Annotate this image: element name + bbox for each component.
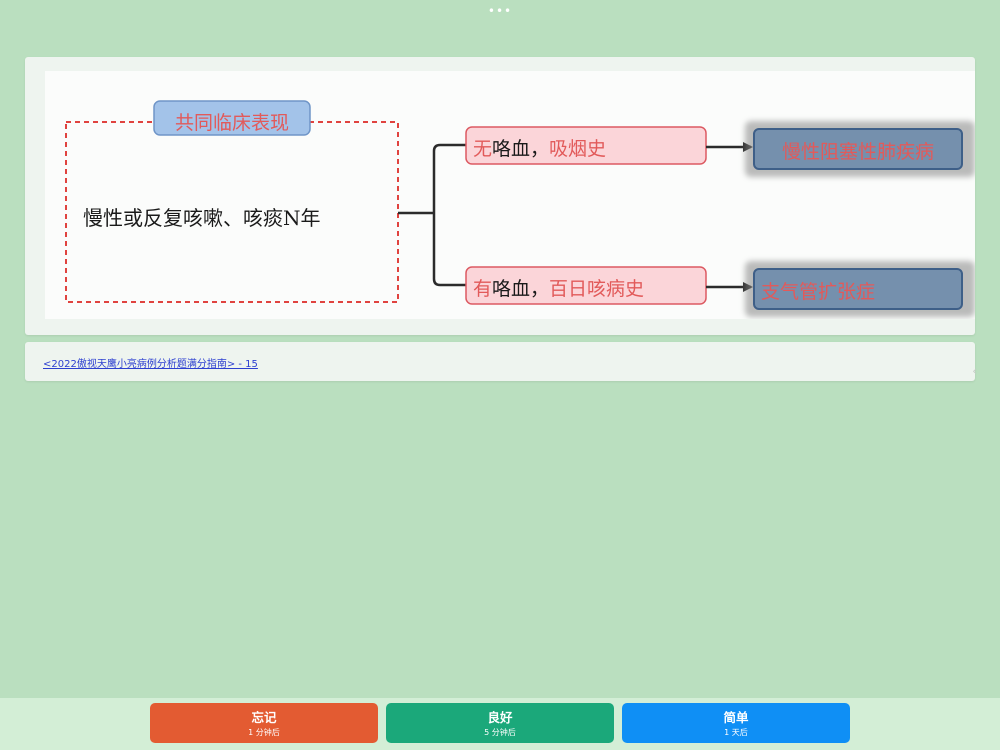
forget-button-label: 忘记 <box>251 710 277 725</box>
card-content: 共同临床表现 慢性或反复咳嗽、咳痰N年 无咯血，吸烟史 有咯血，百日咳病史 慢性… <box>25 57 975 335</box>
source-link[interactable]: <2022傲视天鹰小亮病例分析题满分指南> - 15 <box>43 359 258 370</box>
group-label: 共同临床表现 <box>174 112 289 134</box>
branch-top-prefix: 无 <box>473 138 493 160</box>
more-dots-icon[interactable]: ••• <box>487 4 513 18</box>
good-button-label: 良好 <box>487 710 513 725</box>
connector-trunk <box>398 143 466 287</box>
easy-button-label: 简单 <box>723 710 749 725</box>
good-button-interval: 5 分钟后 <box>484 728 516 737</box>
chevron-left-icon[interactable]: ‹ <box>972 364 977 378</box>
review-action-bar: 忘记 1 分钟后 良好 5 分钟后 简单 1 天后 <box>0 698 1000 750</box>
diagram-shapes <box>65 100 975 317</box>
result-top-text: 慢性阻塞性肺疾病 <box>781 141 934 163</box>
main-symptom-text: 慢性或反复咳嗽、咳痰N年 <box>83 206 321 230</box>
branch-top-text: 无咯血，吸烟史 <box>473 134 606 161</box>
branch-bottom-suffix: 百日咳病史 <box>549 278 645 300</box>
branch-bottom-text: 有咯血，百日咳病史 <box>473 274 644 301</box>
branch-top-main: 咯血， <box>492 138 550 160</box>
group-label-box <box>153 100 311 136</box>
good-button[interactable]: 良好 5 分钟后 <box>386 703 614 743</box>
branch-top-box <box>465 126 707 165</box>
diagram-image: 共同临床表现 慢性或反复咳嗽、咳痰N年 无咯血，吸烟史 有咯血，百日咳病史 慢性… <box>45 71 975 319</box>
branch-bottom-prefix: 有 <box>473 278 493 300</box>
easy-button[interactable]: 简单 1 天后 <box>622 703 850 743</box>
result-top-box <box>753 128 963 170</box>
result-bottom-box <box>753 268 963 310</box>
forget-button-interval: 1 分钟后 <box>248 728 280 737</box>
source-card: <2022傲视天鹰小亮病例分析题满分指南> - 15 ‹ <box>25 342 977 381</box>
branch-bottom-main: 咯血， <box>492 278 550 300</box>
forget-button[interactable]: 忘记 1 分钟后 <box>150 703 378 743</box>
branch-bottom-box <box>465 266 707 305</box>
branch-top-suffix: 吸烟史 <box>549 138 607 160</box>
easy-button-interval: 1 天后 <box>724 728 748 737</box>
result-bottom-text: 支气管扩张症 <box>761 281 876 303</box>
